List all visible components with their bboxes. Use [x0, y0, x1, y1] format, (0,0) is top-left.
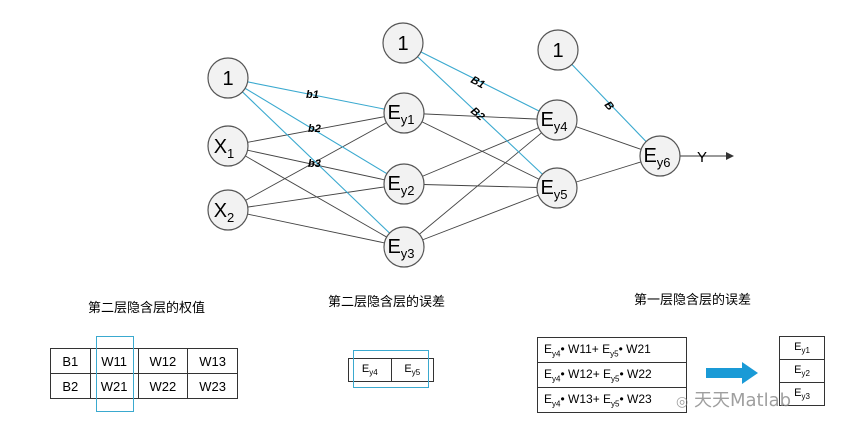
hidden2-node-ey5: Ey5: [536, 167, 578, 209]
svg-text:1: 1: [222, 68, 233, 90]
table-cell: W13: [187, 348, 238, 374]
right-arrow-icon: [706, 362, 758, 384]
bias-label-B2: B2: [468, 105, 486, 123]
hidden1-node-ey2: Ey2: [383, 163, 425, 205]
table-row: Ey4• W12+ Ey5• W22: [537, 362, 687, 388]
svg-text:X1: X1: [214, 136, 235, 161]
table-row: Ey4• W11+ Ey5• W21: [537, 337, 687, 363]
bias-label-b2: b2: [308, 123, 321, 135]
weight-table: B1 W11 W12 W13 B2 W21 W22 W23: [50, 348, 238, 399]
table-row: Ey4• W13+ Ey5• W23: [537, 387, 687, 413]
table-cell: Ey4• W13+ Ey5• W23: [537, 387, 687, 413]
input-node-x1: X1: [207, 125, 249, 167]
watermark: ◎ 天天Matlab: [676, 390, 792, 411]
table-cell: Ey1: [779, 336, 825, 360]
caption-weights: 第二层隐含层的权值: [88, 301, 206, 316]
edges-hidden1-hidden2: [403, 112, 558, 248]
caption-errors-layer1: 第一层隐含层的误差: [634, 293, 752, 308]
error-table-layer1: Ey4• W11+ Ey5• W21 Ey4• W12+ Ey5• W22 Ey…: [537, 337, 687, 413]
table-cell: W11: [89, 348, 139, 374]
hidden1-node-ey3: Ey3: [383, 226, 425, 268]
table-row: Ey1: [779, 336, 825, 360]
output-arrow: [680, 152, 734, 160]
table-cell: W23: [187, 373, 238, 399]
bias-label-b3: b3: [308, 158, 321, 170]
bias-node-hidden1: 1: [382, 22, 424, 64]
svg-text:Ey3: Ey3: [387, 236, 414, 261]
bias-edges: [227, 42, 661, 248]
hidden2-node-ey4: Ey4: [536, 99, 578, 141]
table-cell: Ey2: [779, 359, 825, 383]
table-cell: Ey4• W12+ Ey5• W22: [537, 362, 687, 388]
svg-text:Ey5: Ey5: [540, 177, 567, 202]
bias-node-hidden2: 1: [537, 29, 579, 71]
bias-label-B1: B1: [469, 74, 487, 91]
table-cell: W22: [137, 373, 189, 399]
svg-text:Ey1: Ey1: [387, 102, 414, 127]
input-node-x2: X2: [207, 189, 249, 231]
table-cell: Ey4: [348, 358, 392, 382]
table-cell: W21: [89, 373, 139, 399]
bias-label-B: B: [602, 99, 616, 113]
table-cell: Ey4• W11+ Ey5• W21: [537, 337, 687, 363]
table-row: Ey3: [779, 382, 825, 406]
svg-text:Ey2: Ey2: [387, 173, 414, 198]
bias-node-input: 1: [207, 57, 249, 99]
table-row: Ey4 Ey5: [348, 358, 434, 382]
svg-text:1: 1: [552, 40, 563, 62]
table-cell: B1: [50, 348, 91, 374]
neural-network-diagram: b1 b2 b3 B1 B2 B Y 1 X1 X2 1 Ey1 Ey2 Ey3…: [207, 22, 734, 268]
table-row: B1 W11 W12 W13: [50, 348, 238, 374]
edges-input-hidden1: [227, 112, 405, 248]
table-cell: Ey3: [779, 382, 825, 406]
table-row: B2 W21 W22 W23: [50, 373, 238, 399]
table-cell: Ey5: [390, 358, 434, 382]
result-table: Ey1 Ey2 Ey3: [779, 336, 825, 406]
svg-text:Ey4: Ey4: [540, 109, 567, 134]
bias-label-b1: b1: [306, 89, 319, 101]
table-cell: W12: [137, 348, 189, 374]
error-table-layer2: Ey4 Ey5: [348, 358, 434, 382]
caption-errors-layer2: 第二层隐含层的误差: [328, 295, 446, 310]
table-row: Ey2: [779, 359, 825, 383]
table-cell: B2: [50, 373, 91, 399]
hidden1-node-ey1: Ey1: [383, 92, 425, 134]
output-label: Y: [697, 149, 707, 166]
svg-text:1: 1: [397, 33, 408, 55]
output-node-ey6: Ey6: [639, 135, 681, 177]
svg-text:X2: X2: [214, 200, 235, 225]
wechat-icon: ◎: [676, 394, 689, 410]
svg-text:Ey6: Ey6: [643, 145, 670, 170]
